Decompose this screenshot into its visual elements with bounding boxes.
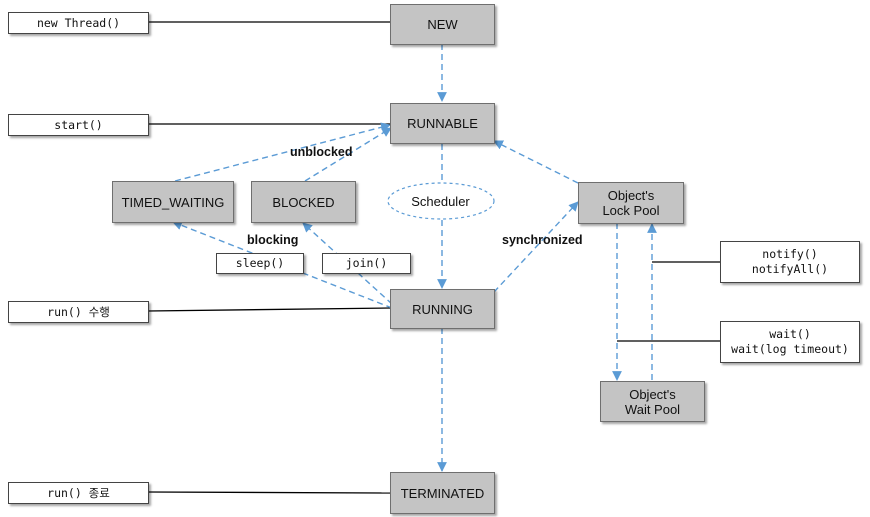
edge-label-synchronized: synchronized: [502, 233, 583, 247]
state-terminated-text: TERMINATED: [400, 485, 485, 501]
state-runnable-text: RUNNABLE: [407, 116, 478, 131]
label-notify-all-text: notifyAll(): [751, 262, 829, 276]
state-timed-waiting: TIMED_WAITING: [112, 181, 234, 223]
label-notify-text: notify(): [762, 247, 818, 261]
state-blocked: BLOCKED: [251, 181, 356, 223]
arrow-timed-waiting-to-runnable: [174, 122, 391, 182]
label-wait-timeout-text: wait(log timeout): [731, 342, 849, 356]
state-running-text: RUNNING: [412, 301, 473, 317]
state-terminated: TERMINATED: [390, 472, 495, 514]
label-join-text: join(): [345, 256, 388, 270]
lock-pool-line2: Lock Pool: [602, 203, 660, 218]
run-exec-connector: [147, 307, 391, 312]
arrow-blocked-to-runnable: [304, 127, 392, 182]
label-notify: notify() notifyAll(): [720, 241, 860, 283]
label-sleep-text: sleep(): [235, 256, 285, 270]
label-sleep: sleep(): [216, 253, 304, 274]
lock-pool-line1: Object's: [607, 188, 655, 203]
state-timed-waiting-text: TIMED_WAITING: [121, 194, 225, 210]
arrow-running-to-lock-pool: [493, 201, 579, 293]
state-lock-pool: Object's Lock Pool: [578, 182, 684, 224]
label-run-exec: run() 수행: [8, 301, 149, 323]
wait-pool-line2: Wait Pool: [624, 401, 681, 417]
state-blocked-text: BLOCKED: [272, 194, 335, 210]
scheduler-ellipse: [387, 182, 495, 220]
label-run-exec-text: run() 수행: [47, 304, 110, 319]
edge-label-blocking: blocking: [247, 233, 299, 247]
label-start: start(): [8, 114, 149, 136]
scheduler-label: Scheduler: [411, 193, 470, 209]
label-new-thread: new Thread(): [8, 12, 149, 34]
state-wait-pool: Object's Wait Pool: [600, 381, 705, 422]
run-end-connector: [147, 491, 391, 494]
label-start-text: start(): [54, 117, 103, 132]
state-new: NEW: [390, 4, 495, 45]
label-wait: wait() wait(log timeout): [720, 321, 860, 363]
label-join: join(): [322, 253, 411, 274]
wait-pool-line1: Object's: [629, 386, 676, 402]
label-run-end-text: run() 종료: [47, 485, 110, 500]
label-run-end: run() 종료: [8, 482, 149, 504]
arrow-lock-pool-to-runnable: [493, 140, 579, 184]
label-wait-text: wait(): [769, 327, 811, 341]
state-new-text: NEW: [427, 17, 458, 32]
label-new-thread-text: new Thread(): [36, 15, 121, 30]
edge-label-unblocked: unblocked: [290, 145, 353, 159]
state-running: RUNNING: [390, 289, 495, 329]
state-runnable: RUNNABLE: [390, 103, 495, 144]
